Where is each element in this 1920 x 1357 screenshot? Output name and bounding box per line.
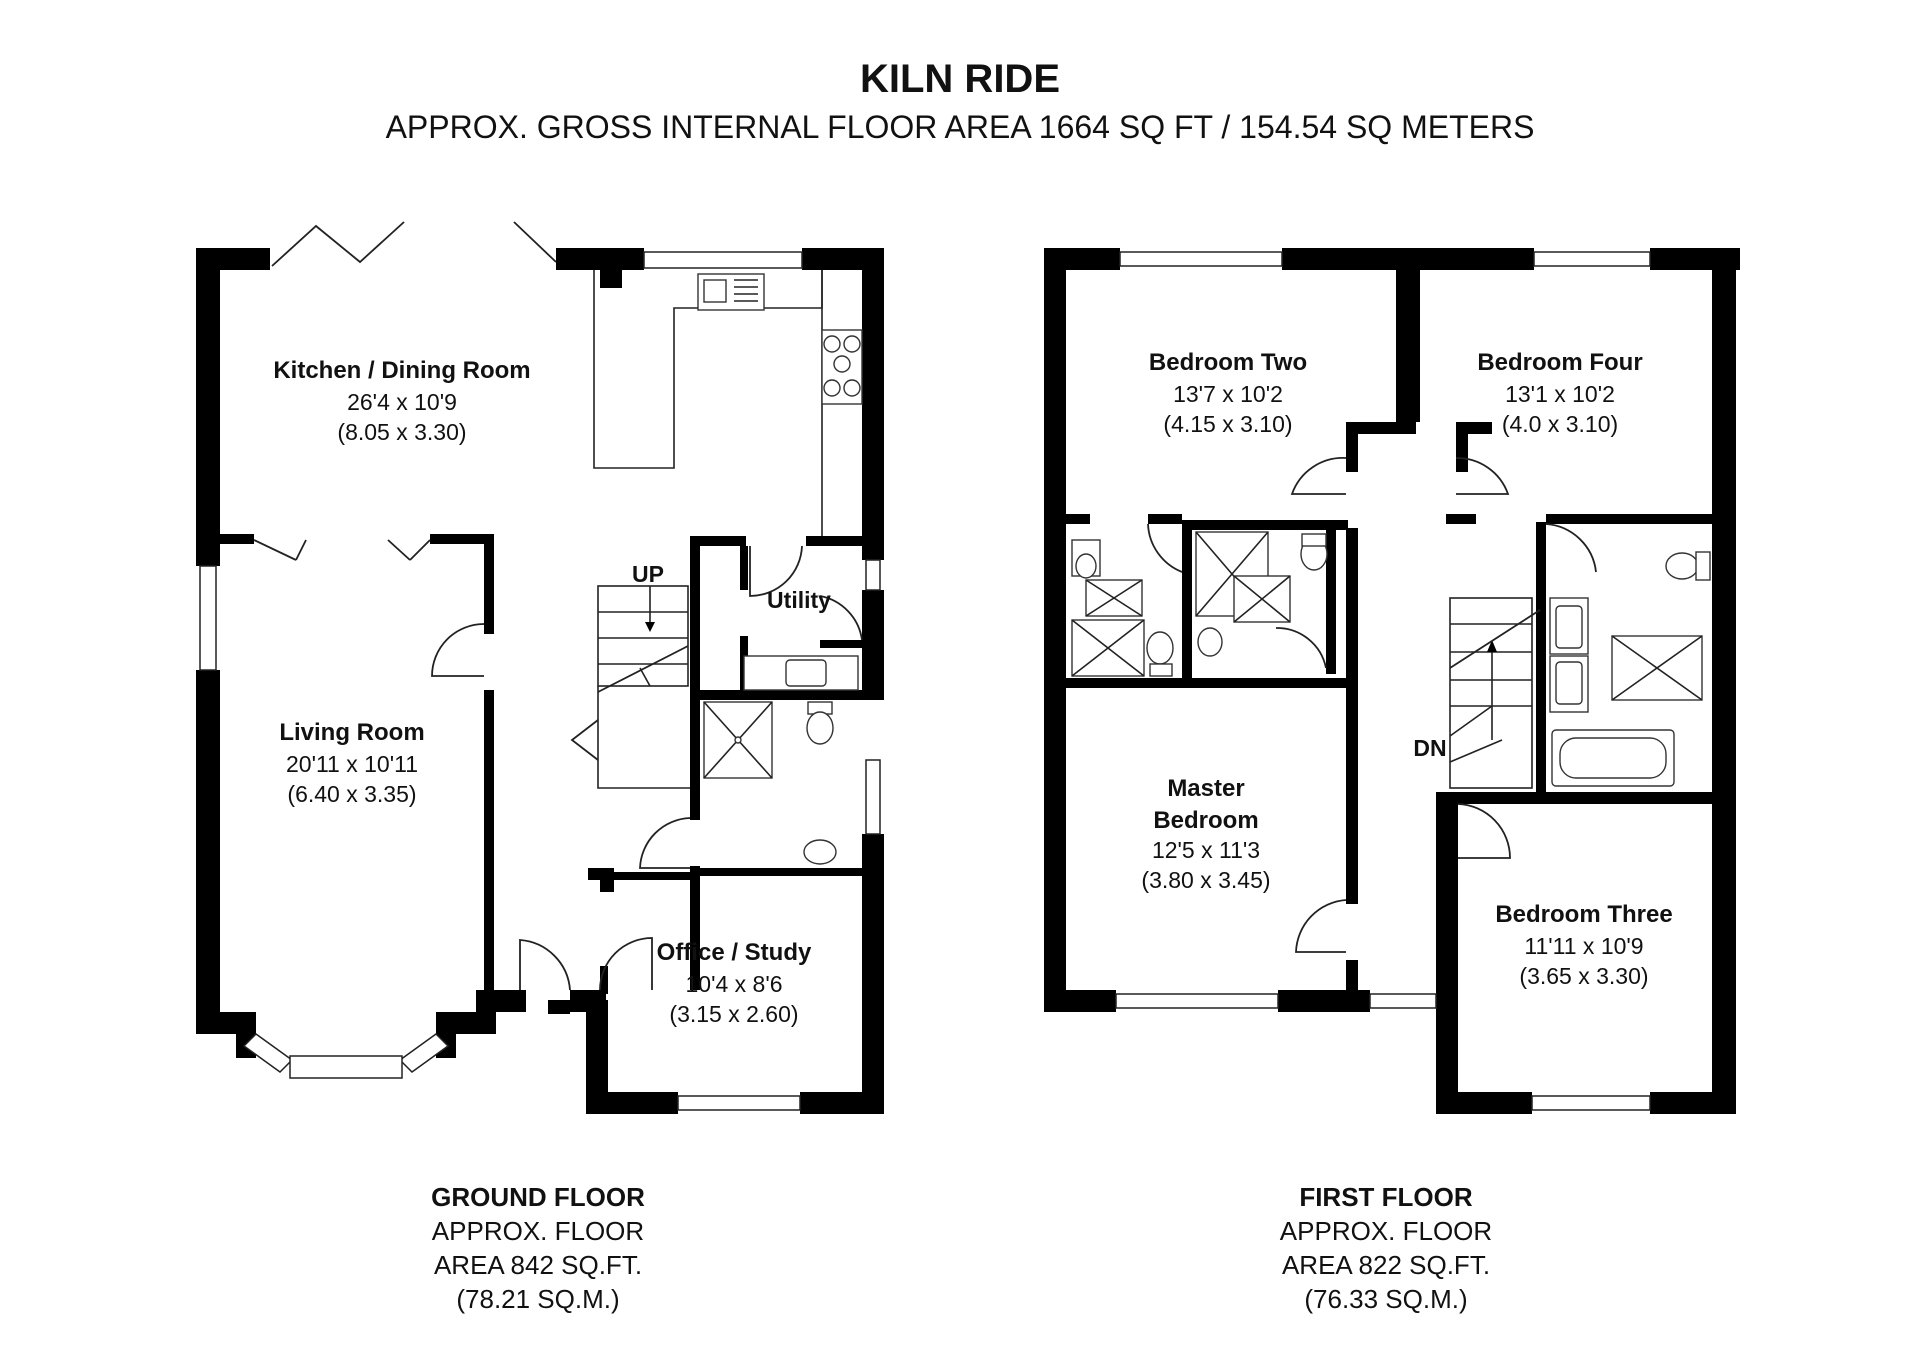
- room-dim-bedroom-four: 13'1 x 10'2: [1505, 381, 1615, 407]
- ground-floor-caption: GROUND FLOOR APPROX. FLOOR AREA 842 SQ.F…: [431, 1182, 645, 1314]
- room-metric-bedroom-four: (4.0 x 3.10): [1502, 411, 1618, 437]
- room-name-bedroom-three: Bedroom Three: [1495, 901, 1672, 928]
- ground-floor-labels: Kitchen / Dining Room 26'4 x 10'9 (8.05 …: [273, 357, 831, 1027]
- first-floor-plan: [1044, 248, 1740, 1114]
- caption-first-line1: APPROX. FLOOR: [1280, 1216, 1492, 1246]
- label-stairs-up: UP: [632, 561, 664, 587]
- label-utility: Utility: [767, 587, 831, 613]
- first-floor-labels: Bedroom Two 13'7 x 10'2 (4.15 x 3.10) Be…: [1141, 349, 1672, 989]
- first-stairs: [1449, 597, 1541, 789]
- caption-ground-line3: (78.21 SQ.M.): [456, 1284, 619, 1314]
- room-name-living: Living Room: [279, 719, 424, 746]
- room-metric-bedroom-two: (4.15 x 3.10): [1163, 411, 1292, 437]
- ensuite: [1071, 531, 1328, 677]
- room-metric-bedroom-three: (3.65 x 3.30): [1519, 963, 1648, 989]
- room-dim-bedroom-two: 13'7 x 10'2: [1173, 381, 1283, 407]
- ground-stairs: [570, 585, 690, 789]
- room-dim-master: 12'5 x 11'3: [1152, 837, 1260, 863]
- room-name-office: Office / Study: [657, 939, 812, 966]
- ground-floor-plan: [196, 221, 884, 1114]
- caption-ground-line1: APPROX. FLOOR: [432, 1216, 644, 1246]
- caption-ground-line2: AREA 842 SQ.FT.: [434, 1250, 642, 1280]
- caption-first-line3: (76.33 SQ.M.): [1304, 1284, 1467, 1314]
- room-name-master-2: Bedroom: [1153, 807, 1258, 834]
- caption-first-line2: AREA 822 SQ.FT.: [1282, 1250, 1490, 1280]
- room-metric-living: (6.40 x 3.35): [287, 781, 416, 807]
- room-dim-living: 20'11 x 10'11: [286, 751, 418, 777]
- room-name-bedroom-two: Bedroom Two: [1149, 349, 1307, 376]
- basin-icon: [803, 839, 837, 865]
- plan-subtitle: APPROX. GROSS INTERNAL FLOOR AREA 1664 S…: [386, 109, 1535, 145]
- caption-ground-title: GROUND FLOOR: [431, 1182, 645, 1212]
- bathroom: [1549, 551, 1711, 787]
- hob-icon: [821, 329, 863, 405]
- room-metric-master: (3.80 x 3.45): [1141, 867, 1270, 893]
- room-name-master-1: Master: [1167, 775, 1244, 802]
- shower-room: [703, 701, 837, 865]
- room-metric-office: (3.15 x 2.60): [669, 1001, 798, 1027]
- room-name-kitchen: Kitchen / Dining Room: [273, 357, 530, 384]
- room-name-bedroom-four: Bedroom Four: [1477, 349, 1642, 376]
- label-stairs-down: DN: [1413, 735, 1446, 761]
- room-dim-bedroom-three: 11'11 x 10'9: [1524, 933, 1643, 959]
- plan-title: KILN RIDE: [860, 57, 1060, 101]
- first-floor-caption: FIRST FLOOR APPROX. FLOOR AREA 822 SQ.FT…: [1280, 1182, 1492, 1314]
- room-dim-kitchen: 26'4 x 10'9: [347, 389, 457, 415]
- room-metric-kitchen: (8.05 x 3.30): [337, 419, 466, 445]
- caption-first-title: FIRST FLOOR: [1299, 1182, 1473, 1212]
- room-dim-office: 10'4 x 8'6: [685, 971, 782, 997]
